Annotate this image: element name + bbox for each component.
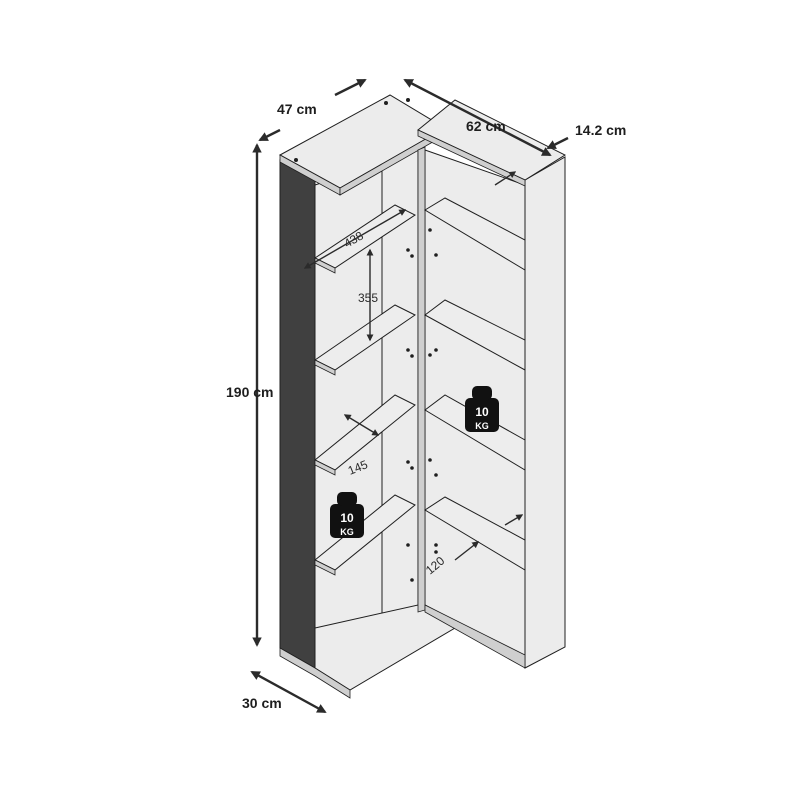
door-shelf-4	[424, 496, 526, 571]
hinge-holes	[406, 248, 414, 582]
door-depth-label: 14.2 cm	[575, 122, 626, 138]
weight-unit: KG	[340, 527, 354, 537]
weight-icon-shelf: 10 KG	[330, 492, 364, 538]
weight-number: 10	[340, 511, 354, 525]
base-depth-arrow	[250, 670, 327, 714]
bottom-panel	[314, 604, 456, 691]
width-arrow-left	[258, 128, 281, 142]
weight-number: 10	[475, 405, 489, 419]
weight-icon-door: 10 KG	[465, 386, 499, 432]
depth-label: 62 cm	[466, 118, 506, 134]
dimension-arrows	[250, 78, 569, 714]
door-shelf-depth-arrow	[454, 541, 480, 561]
shelf-spacing-label: 355	[358, 291, 378, 305]
door-shelf-pointer	[504, 514, 524, 526]
base-depth-label: 30 cm	[242, 695, 282, 711]
door-shelves	[424, 197, 526, 669]
depth-arrow	[403, 78, 552, 157]
shelf-depth-arrow	[343, 414, 380, 436]
door-shelf-2	[424, 299, 526, 371]
inner-measure-arrows	[303, 171, 524, 561]
door-depth-arrow	[546, 136, 569, 150]
weight-unit: KG	[475, 421, 489, 431]
door-shelf-1	[424, 197, 526, 271]
shelf-width-arrow	[303, 209, 407, 269]
door-shelf-3	[424, 394, 526, 471]
door-hinge-edge	[417, 146, 426, 613]
door-unit	[417, 99, 567, 669]
height-label: 190 cm	[226, 384, 273, 400]
left-side-panel	[279, 159, 316, 669]
door-top-pointer	[494, 171, 517, 186]
door-side-panel	[524, 156, 566, 669]
width-label: 47 cm	[277, 101, 317, 117]
width-arrow-right	[334, 78, 367, 97]
